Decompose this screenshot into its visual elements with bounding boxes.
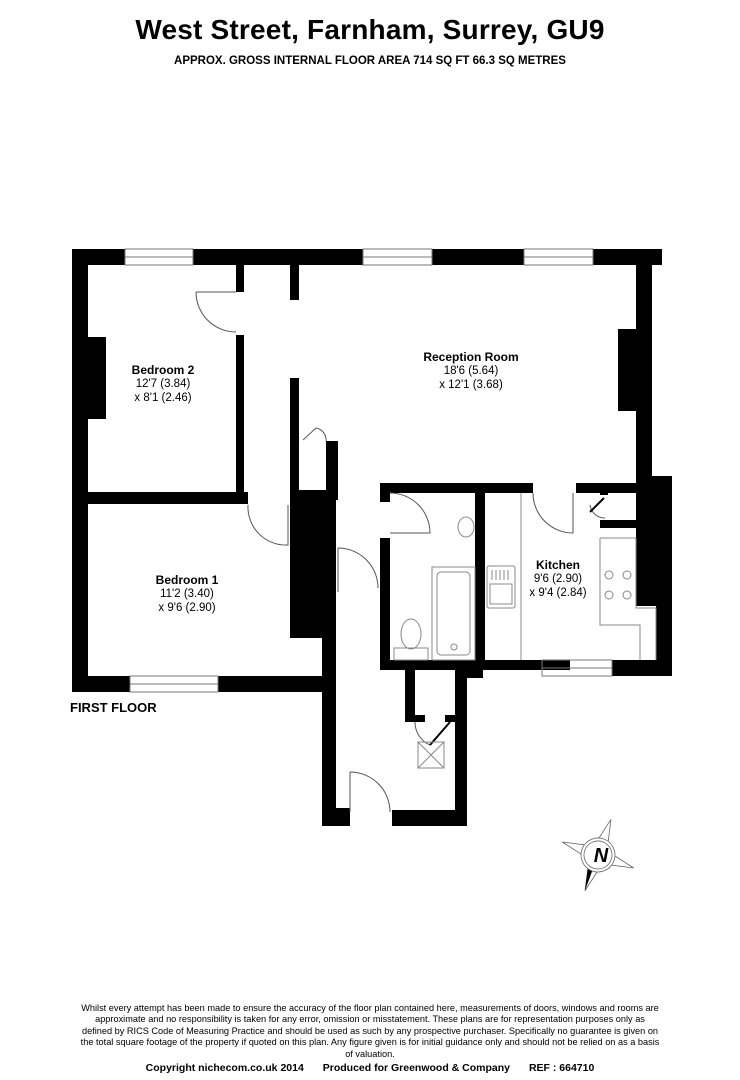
page-title: West Street, Farnham, Surrey, GU9 (135, 14, 605, 45)
room-label-bedroom-2: Bedroom 2 12'7 (3.84) x 8'1 (2.46) (131, 363, 195, 404)
windows (124, 248, 613, 693)
walls (72, 249, 672, 826)
room-label-kitchen: Kitchen 9'6 (2.90) x 9'4 (2.84) (529, 558, 587, 599)
fixtures (393, 493, 657, 769)
copyright-text: Copyright nichecom.co.uk 2014 (145, 1062, 304, 1074)
doors (195, 291, 606, 813)
disclaimer-text: Whilst every attempt has been made to en… (80, 1003, 660, 1059)
room-label-bedroom-1: Bedroom 1 11'2 (3.40) x 9'6 (2.90) (155, 573, 219, 614)
produced-for-text: Produced for Greenwood & Company (322, 1062, 511, 1074)
footer: Copyright nichecom.co.uk 2014 Produced f… (0, 1062, 740, 1074)
floor-label: FIRST FLOOR (70, 700, 157, 715)
reference-number: REF : 664710 (528, 1062, 595, 1074)
floor-area-subtitle: APPROX. GROSS INTERNAL FLOOR AREA 714 SQ… (174, 55, 566, 67)
compass-north-label: N (594, 845, 609, 867)
compass-icon (562, 819, 634, 891)
room-label-reception-room: Reception Room 18'6 (5.64) x 12'1 (3.68) (423, 350, 519, 391)
